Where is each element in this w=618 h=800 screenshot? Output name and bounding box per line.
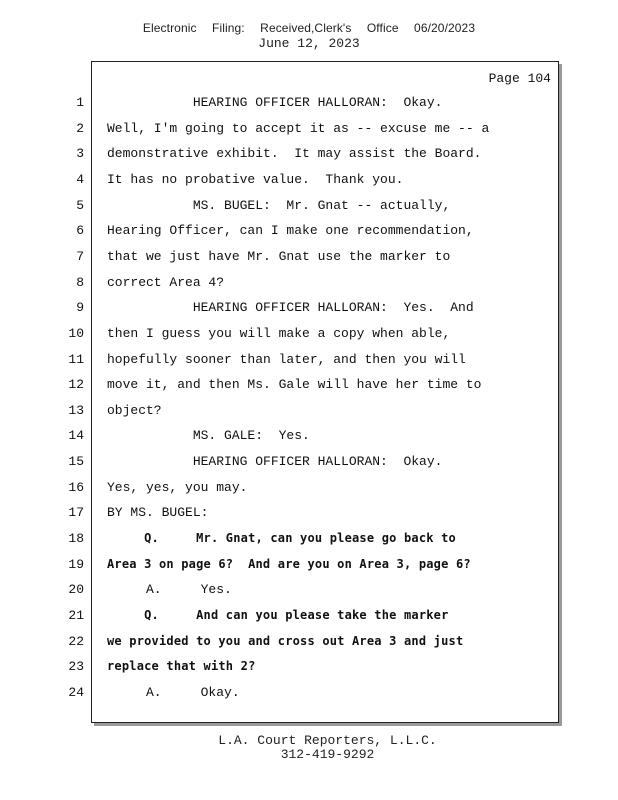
line-number: 2 bbox=[76, 121, 84, 136]
transcript-line: then I guess you will make a copy when a… bbox=[107, 326, 451, 341]
line-number: 18 bbox=[68, 531, 84, 546]
transcript-line: move it, and then Ms. Gale will have her… bbox=[107, 377, 482, 392]
line-number: 23 bbox=[68, 659, 84, 674]
line-number: 11 bbox=[68, 352, 84, 367]
transcript-line: Q. And can you please take the marker bbox=[107, 608, 449, 622]
line-number: 5 bbox=[76, 198, 84, 213]
line-number: 6 bbox=[76, 223, 84, 238]
transcript-line: MS. GALE: Yes. bbox=[107, 428, 310, 443]
filing-stamp: Electronic Filing: Received,Clerk's Offi… bbox=[0, 21, 618, 35]
line-number: 17 bbox=[68, 505, 84, 520]
court-reporter-phone: 312-419-9292 bbox=[280, 747, 375, 762]
transcript-line: HEARING OFFICER HALLORAN: Okay. bbox=[107, 454, 443, 469]
filing-stamp-part: Electronic bbox=[142, 21, 197, 35]
transcript-line: correct Area 4? bbox=[107, 275, 225, 290]
line-number: 21 bbox=[68, 608, 84, 623]
line-number: 19 bbox=[68, 557, 84, 572]
transcript-line: MS. BUGEL: Mr. Gnat -- actually, bbox=[107, 198, 451, 213]
line-number: 3 bbox=[76, 146, 84, 161]
transcript-line: Yes, yes, you may. bbox=[107, 480, 248, 495]
line-number: 8 bbox=[76, 275, 84, 290]
transcript-line: HEARING OFFICER HALLORAN: Okay. bbox=[107, 95, 443, 110]
filing-stamp-part: 06/20/2023 bbox=[414, 21, 476, 35]
line-number: 10 bbox=[68, 326, 84, 341]
line-number: 16 bbox=[68, 480, 84, 495]
line-number: 13 bbox=[68, 403, 84, 418]
transcript-line: A. Yes. bbox=[107, 582, 232, 597]
transcript-line: object? bbox=[107, 403, 162, 418]
line-number: 9 bbox=[76, 300, 84, 315]
transcript-line: Well, I'm going to accept it as -- excus… bbox=[107, 121, 490, 136]
filing-stamp-part: Office bbox=[366, 21, 399, 35]
line-number: 14 bbox=[68, 428, 84, 443]
transcript-line: HEARING OFFICER HALLORAN: Yes. And bbox=[107, 300, 474, 315]
line-number: 1 bbox=[76, 95, 84, 110]
transcript-line: Area 3 on page 6? And are you on Area 3,… bbox=[107, 557, 471, 571]
transcript-line: It has no probative value. Thank you. bbox=[107, 172, 404, 187]
line-number: 24 bbox=[68, 685, 84, 700]
transcript-date: June 12, 2023 bbox=[258, 36, 360, 51]
transcript-line: we provided to you and cross out Area 3 … bbox=[107, 634, 464, 648]
line-number: 12 bbox=[68, 377, 84, 392]
transcript-line: Hearing Officer, can I make one recommen… bbox=[107, 223, 474, 238]
line-number: 7 bbox=[76, 249, 84, 264]
line-number: 4 bbox=[76, 172, 84, 187]
transcript-line: BY MS. BUGEL: bbox=[107, 505, 209, 520]
page-number: Page 104 bbox=[488, 71, 551, 86]
transcript-page-frame bbox=[91, 61, 559, 723]
line-number: 20 bbox=[68, 582, 84, 597]
line-number: 22 bbox=[68, 634, 84, 649]
transcript-line: that we just have Mr. Gnat use the marke… bbox=[107, 249, 451, 264]
filing-stamp-part: Received,Clerk's bbox=[260, 21, 352, 35]
transcript-line: A. Okay. bbox=[107, 685, 240, 700]
court-reporter-name: L.A. Court Reporters, L.L.C. bbox=[218, 733, 437, 748]
transcript-line: demonstrative exhibit. It may assist the… bbox=[107, 146, 482, 161]
transcript-line: replace that with 2? bbox=[107, 659, 256, 673]
transcript-line: Q. Mr. Gnat, can you please go back to bbox=[107, 531, 456, 545]
line-number: 15 bbox=[68, 454, 84, 469]
transcript-line: hopefully sooner than later, and then yo… bbox=[107, 352, 466, 367]
filing-stamp-part: Filing: bbox=[212, 21, 245, 35]
